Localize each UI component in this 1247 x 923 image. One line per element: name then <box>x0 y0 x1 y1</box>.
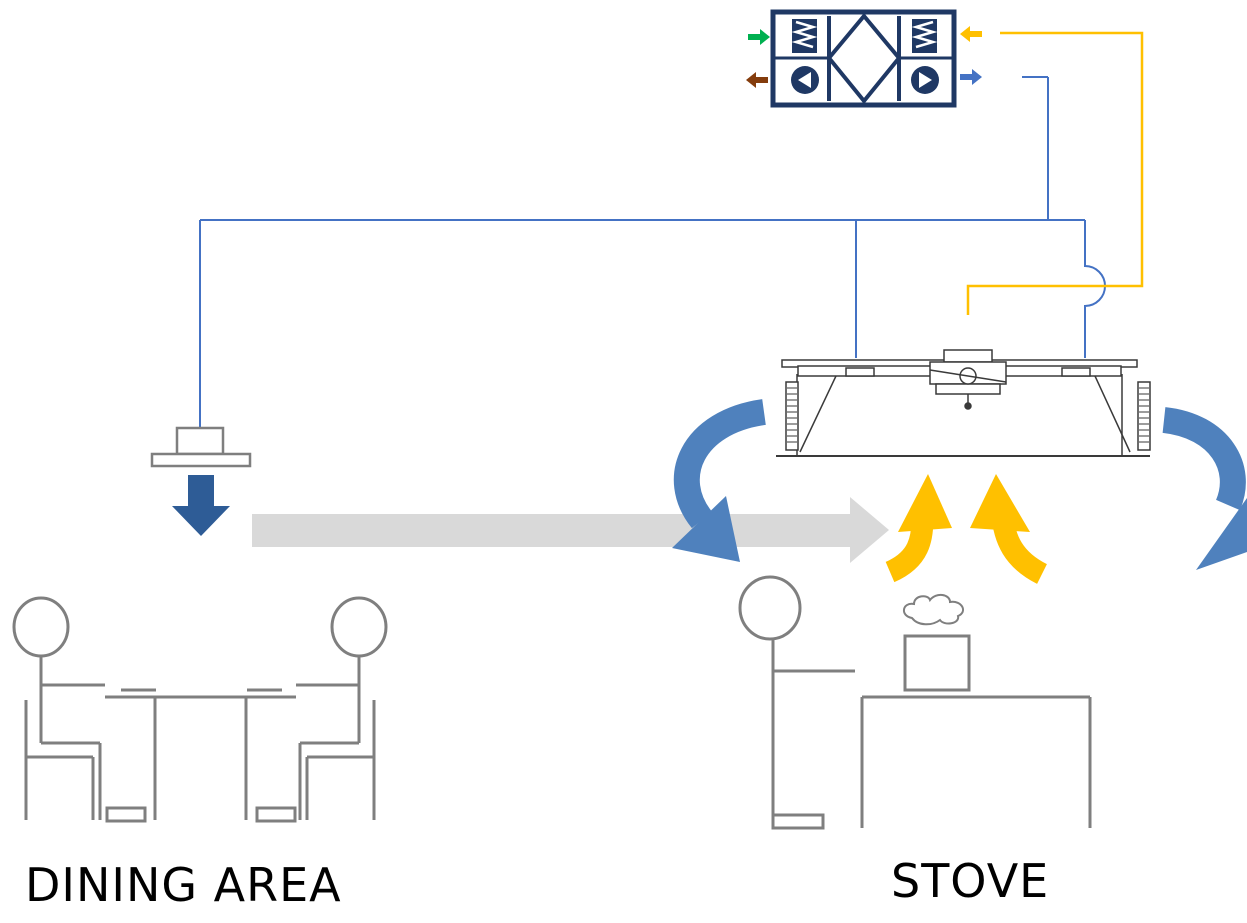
ceiling-diffuser-icon <box>150 426 252 468</box>
hood-right-circulation-arrow <box>1162 407 1247 570</box>
supply-air-down-arrow <box>172 475 230 536</box>
hot-air-arrow-left <box>885 474 952 583</box>
exhaust-air-arrow <box>746 72 768 88</box>
dining-person-left-icon <box>12 596 147 823</box>
cook-person-icon <box>738 575 855 830</box>
fresh-air-arrow <box>748 29 770 45</box>
supply-duct <box>199 76 1106 428</box>
filter-left-icon <box>791 19 818 53</box>
cooking-pot-icon <box>903 634 971 692</box>
stove-label: STOVE <box>891 854 1050 908</box>
fan-right-icon <box>911 66 939 94</box>
cross-draft-arrow <box>252 497 889 563</box>
steam-cloud-icon <box>903 594 965 626</box>
dining-area-label: DINING AREA <box>25 858 342 912</box>
hot-air-arrow-right <box>970 474 1048 584</box>
supply-air-out-arrow <box>960 69 982 85</box>
heat-recovery-unit-icon <box>770 9 957 108</box>
dining-table-icon <box>105 688 296 820</box>
stove-counter-icon <box>860 695 1092 828</box>
exhaust-duct <box>966 31 1144 315</box>
ventilated-hood-icon <box>776 349 1151 457</box>
filter-right-icon <box>911 19 938 53</box>
dining-person-right-icon <box>255 596 388 823</box>
return-air-arrow <box>960 26 982 42</box>
hood-left-circulation-arrow <box>672 399 767 562</box>
fan-left-icon <box>791 66 819 94</box>
